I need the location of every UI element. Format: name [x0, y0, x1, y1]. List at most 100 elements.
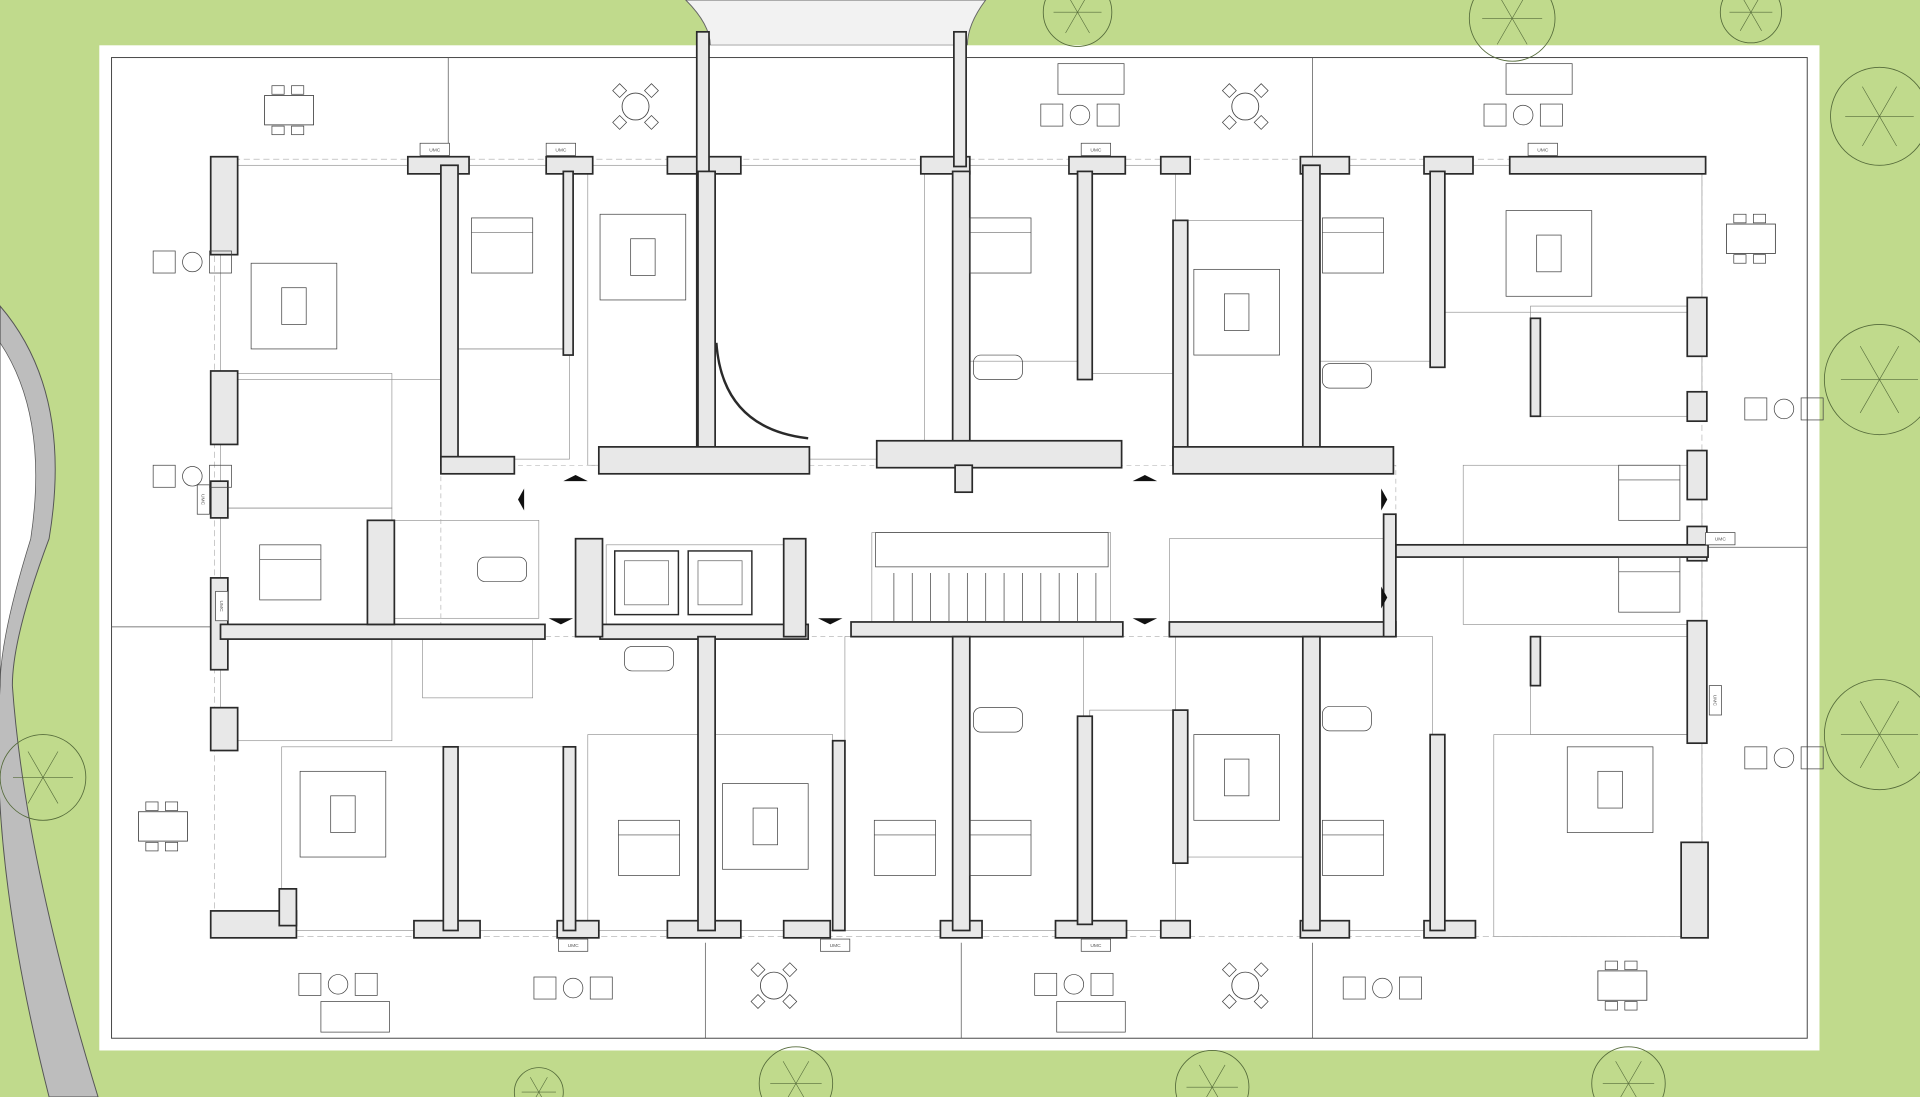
- wall: [219, 623, 546, 640]
- walls: [209, 30, 1709, 939]
- round-table: [621, 92, 650, 121]
- wall: [1159, 155, 1192, 175]
- site-grid-lines: [111, 57, 1808, 1039]
- entry-arrow-icon: [1132, 618, 1158, 625]
- wall: [442, 745, 459, 932]
- wall: [697, 170, 716, 467]
- wall: [954, 464, 974, 494]
- wall: [1172, 709, 1189, 865]
- chair: [1733, 213, 1747, 224]
- bed: [1322, 819, 1384, 876]
- chair: [1604, 1001, 1618, 1011]
- tree-branch: [787, 1083, 797, 1097]
- bed: [969, 217, 1032, 274]
- lounge-chair: [1483, 103, 1507, 127]
- chair: [1733, 254, 1747, 264]
- tree-icon: [1823, 324, 1920, 436]
- wall: [1686, 449, 1708, 501]
- meter-box: UMC: [419, 142, 450, 156]
- chair: [1221, 83, 1237, 99]
- tree-branch: [1879, 701, 1900, 735]
- wall: [951, 170, 971, 454]
- coffee-table: [630, 238, 656, 276]
- meter-box-outline: [1080, 142, 1111, 156]
- living-area: [299, 770, 387, 858]
- wall: [1686, 390, 1708, 423]
- wall: [1680, 841, 1709, 939]
- meter-box: UMC: [1080, 142, 1111, 156]
- chair: [1604, 960, 1618, 971]
- side-table: [1069, 104, 1091, 126]
- tree-branch: [538, 1091, 543, 1097]
- tree-branch: [1743, 0, 1752, 13]
- path-inner: [0, 341, 37, 686]
- tree-icon: [1719, 0, 1782, 44]
- tree-icon: [1468, 0, 1556, 62]
- bathtub: [1322, 363, 1372, 389]
- tree-branch: [1501, 0, 1513, 19]
- lounge-chair: [1342, 976, 1366, 1000]
- chair: [782, 994, 798, 1009]
- lounge-chair: [1539, 103, 1563, 127]
- tree-branch: [1879, 345, 1900, 380]
- tree-branch: [1211, 1087, 1219, 1097]
- dining-table: [264, 95, 314, 126]
- wall: [1172, 446, 1395, 475]
- wall: [562, 170, 574, 356]
- chair: [1253, 114, 1269, 130]
- meter-label: UMC: [1537, 147, 1549, 153]
- meter-box-outline: [820, 938, 851, 952]
- wall: [209, 706, 239, 752]
- wall: [209, 480, 229, 519]
- wall: [406, 155, 470, 175]
- living-area: [1505, 210, 1593, 297]
- living-area: [1193, 734, 1280, 821]
- meter-box: UMC: [1708, 685, 1722, 716]
- tree-branch: [1620, 1083, 1629, 1097]
- furniture: [138, 63, 1824, 1033]
- tree-icon: [758, 1046, 834, 1097]
- entry-arrow-icon: [817, 618, 843, 625]
- meter-box-outline: [558, 938, 589, 952]
- wall: [953, 30, 967, 168]
- bathtub: [1322, 706, 1372, 732]
- chair: [1253, 962, 1269, 978]
- round-table: [1231, 92, 1260, 121]
- tree-branch: [1879, 116, 1897, 147]
- bed: [471, 217, 534, 274]
- tree-branch: [27, 777, 44, 804]
- lounge-chair: [152, 464, 176, 488]
- wall: [1076, 170, 1094, 381]
- bed: [1618, 464, 1681, 521]
- wall: [440, 164, 459, 467]
- side-table: [182, 466, 203, 487]
- lift-car: [624, 560, 669, 606]
- tree-branch: [1750, 0, 1759, 13]
- coffee-table: [1597, 770, 1623, 809]
- dining-table: [138, 811, 188, 842]
- room-outline: [1493, 734, 1703, 937]
- wall: [697, 635, 716, 932]
- entry-arrow-icon: [1132, 475, 1158, 482]
- lift-car: [697, 560, 743, 606]
- tree-branch: [1859, 734, 1880, 769]
- side-table: [1773, 398, 1795, 420]
- living-area: [722, 783, 809, 870]
- tree-branch: [1859, 379, 1880, 414]
- lounge-chair: [1744, 397, 1768, 421]
- chair: [644, 83, 659, 99]
- coffee-table: [1536, 234, 1562, 273]
- wall: [1686, 296, 1708, 358]
- chair: [291, 85, 305, 95]
- bathtub: [973, 707, 1023, 733]
- entry-arrow-icon: [563, 475, 588, 482]
- meter-box: UMC: [820, 938, 851, 952]
- living-area: [1193, 268, 1280, 356]
- bench: [1505, 63, 1573, 95]
- chair: [271, 85, 285, 95]
- coffee-table: [281, 287, 307, 325]
- tree-icon: [513, 1067, 564, 1097]
- bench: [1056, 1001, 1126, 1033]
- meter-label: UMC: [218, 600, 224, 612]
